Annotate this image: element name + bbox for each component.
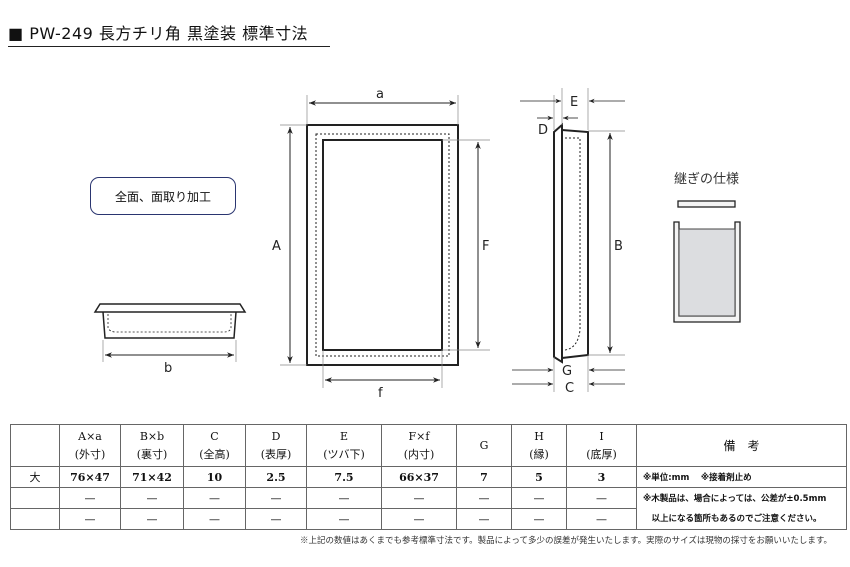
remark-note: ※木製品は、場合によっては、公差が±0.5mm 以上になる箇所もあるのでご注意く… xyxy=(636,487,847,530)
value-cell: — xyxy=(456,508,512,530)
label-f: f xyxy=(378,386,383,401)
remark-note: ※単位:mm ※接着剤止め xyxy=(636,466,847,488)
header-cell: D (表厚) xyxy=(245,424,307,467)
remark-line: 以上になる箇所もあるのでご注意ください。 xyxy=(643,513,822,524)
header-cell: E (ツバ下) xyxy=(306,424,382,467)
value-cell: — xyxy=(511,487,567,509)
value-cell: 76×47 xyxy=(59,466,121,488)
label-B: B xyxy=(614,239,623,254)
table-row: 大 76×47 71×42 10 2.5 7.5 66×37 7 5 3 ※単位… xyxy=(10,466,847,488)
header-cell: I (底厚) xyxy=(566,424,637,467)
size-cell xyxy=(10,487,60,509)
header-sub: (ツバ下) xyxy=(323,447,365,461)
table-header-row: A×a (外寸) B×b (裏寸) C (全高) D (表厚) E (ツバ下) F×f (内… xyxy=(10,424,847,467)
section-view xyxy=(93,303,247,313)
remarks-header: 備 考 xyxy=(636,424,847,467)
label-D: D xyxy=(538,123,548,138)
header-top: G xyxy=(479,438,489,452)
value-cell: — xyxy=(511,508,567,530)
value-cell: — xyxy=(120,487,184,509)
value-cell: 7 xyxy=(456,466,512,488)
remark-line: ※木製品は、場合によっては、公差が±0.5mm xyxy=(643,493,827,504)
front-outer xyxy=(306,124,459,366)
header-sub: (全高) xyxy=(199,447,230,461)
label-C: C xyxy=(565,381,574,396)
header-sub: (縁) xyxy=(529,447,549,461)
size-cell: 大 xyxy=(10,466,60,488)
value-cell: — xyxy=(183,508,246,530)
label-a: a xyxy=(376,87,384,102)
header-top: A×a xyxy=(78,429,102,443)
dimension-table: A×a (外寸) B×b (裏寸) C (全高) D (表厚) E (ツバ下) F×f (内… xyxy=(10,424,847,530)
value-cell: — xyxy=(120,508,184,530)
header-sub: (裏寸) xyxy=(136,447,168,461)
header-top: H xyxy=(534,429,544,443)
label-E: E xyxy=(570,95,578,110)
header-top: E xyxy=(339,429,349,443)
header-sub: (表厚) xyxy=(260,447,292,461)
header-sub: (外寸) xyxy=(74,447,106,461)
footnote: ※上記の数値はあくまでも参考標準寸法です。製品によって多少の誤差が発生いたします… xyxy=(299,536,832,546)
side-profile xyxy=(553,122,563,364)
value-cell: — xyxy=(245,508,307,530)
finish-spec-box: 全面、面取り加工 xyxy=(90,177,236,215)
header-cell: H (縁) xyxy=(511,424,567,467)
header-cell: C (全高) xyxy=(183,424,246,467)
value-cell: — xyxy=(59,487,121,509)
page-title: ■ PW-249 長方チリ角 黒塗装 標準寸法 xyxy=(8,20,330,47)
value-cell: 2.5 xyxy=(245,466,307,488)
technical-drawing: a A F f b B E D G C xyxy=(93,87,741,401)
header-cell: B×b (裏寸) xyxy=(120,424,184,467)
value-cell: — xyxy=(306,508,382,530)
value-cell: — xyxy=(566,487,637,509)
label-G: G xyxy=(562,364,572,379)
value-cell: 7.5 xyxy=(306,466,382,488)
header-cell: F×f (内寸) xyxy=(381,424,457,467)
value-cell: 66×37 xyxy=(381,466,457,488)
value-cell: 10 xyxy=(183,466,246,488)
label-F: F xyxy=(482,239,489,254)
header-top: F×f xyxy=(408,429,430,443)
header-cell: G xyxy=(456,424,512,467)
value-cell: 3 xyxy=(566,466,637,488)
joint-spec-title: 継ぎの仕様 xyxy=(674,172,740,187)
header-sub: (底厚) xyxy=(586,447,617,461)
value-cell: 5 xyxy=(511,466,567,488)
header-cell: A×a (外寸) xyxy=(59,424,121,467)
size-cell xyxy=(10,508,60,530)
header-top: C xyxy=(210,429,219,443)
label-A: A xyxy=(272,239,281,254)
header-cell xyxy=(10,424,60,467)
header-top: D xyxy=(271,429,281,443)
front-dashed xyxy=(315,133,450,357)
value-cell: — xyxy=(306,487,382,509)
header-sub: (内寸) xyxy=(403,447,435,461)
label-b: b xyxy=(164,361,172,376)
joint-plate xyxy=(677,200,736,208)
value-cell: — xyxy=(381,487,457,509)
table-row: — — — — — — — — — ※木製品は、場合によっては、公差が±0.5m… xyxy=(10,487,847,530)
value-cell: — xyxy=(183,487,246,509)
value-cell: — xyxy=(566,508,637,530)
front-inner xyxy=(322,139,443,351)
table-row: — — — — — — — — — xyxy=(10,508,847,530)
value-cell: 71×42 xyxy=(120,466,184,488)
header-top: I xyxy=(599,429,604,443)
value-cell: — xyxy=(456,487,512,509)
value-cell: — xyxy=(381,508,457,530)
header-top: B×b xyxy=(139,429,165,443)
value-cell: — xyxy=(245,487,307,509)
value-cell: — xyxy=(59,508,121,530)
